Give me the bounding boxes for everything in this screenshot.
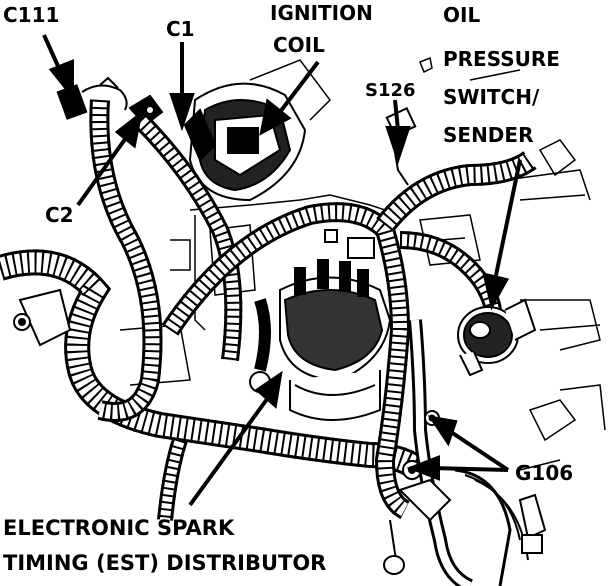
oil-switch-mark — [419, 56, 433, 74]
label-g106: G106 — [515, 461, 573, 485]
label-est-line1: ELECTRONIC SPARK — [3, 516, 235, 540]
c111-connector — [56, 76, 128, 120]
oil-pressure-sender — [457, 298, 537, 377]
engine-block-outline — [119, 59, 606, 471]
label-s126: S126 — [365, 80, 416, 101]
label-coil: COIL — [273, 33, 325, 57]
est-distributor — [249, 229, 392, 421]
label-est-line2: TIMING (EST) DISTRIBUTOR — [3, 551, 326, 575]
label-pressure: PRESSURE — [443, 47, 560, 71]
lower-bolt — [383, 493, 547, 575]
label-c2: C2 — [45, 203, 74, 227]
label-ignition: IGNITION — [270, 1, 373, 25]
label-switch: SWITCH/ — [443, 85, 540, 109]
label-sender: SENDER — [443, 123, 533, 147]
leader-arrows — [42, 34, 522, 507]
mounting-bracket — [13, 288, 72, 347]
label-c1: C1 — [166, 17, 195, 41]
c2-connector — [128, 94, 164, 127]
label-oil: OIL — [443, 3, 480, 27]
label-c111: C111 — [3, 3, 59, 27]
